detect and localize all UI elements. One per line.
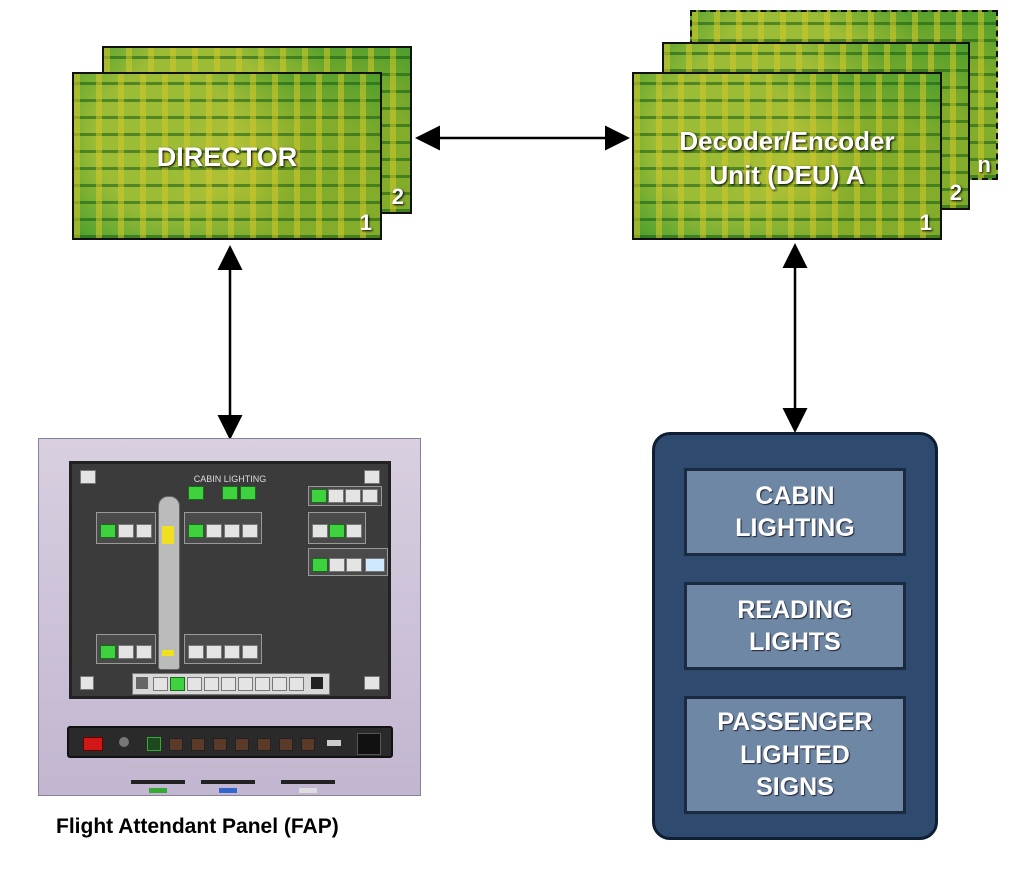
fap-zone-group (96, 512, 156, 544)
fap-left-arrow-icon (136, 677, 148, 689)
fap-bar-button (238, 677, 253, 691)
fap-zone-button (329, 558, 345, 572)
fap-right-indicator (357, 733, 381, 755)
fap-zone-button (118, 524, 134, 538)
fap-zone-group (308, 512, 366, 544)
fap-zone-button (136, 645, 152, 659)
fap-hardware-key (191, 738, 205, 751)
fap-zone-button (242, 645, 258, 659)
fap-screen-button-bar (132, 673, 330, 695)
fap-zone-group (308, 548, 388, 576)
fap-bottom-mark (281, 780, 335, 784)
cabin-lighting-box: CABIN LIGHTING (684, 468, 906, 556)
fap-bar-button (221, 677, 236, 691)
fap-bottom-tag (299, 788, 317, 793)
fap-bottom-mark (131, 780, 185, 784)
fap-top-button (240, 486, 256, 500)
deu-label-line2: Unit (DEU) A (709, 160, 865, 190)
fap-bar-button (170, 677, 185, 691)
fap-zone-button (312, 524, 328, 538)
fap-zone-button (329, 524, 345, 538)
director-label: DIRECTOR (156, 142, 298, 172)
fap-bar-button (187, 677, 202, 691)
fap-zone-group (308, 486, 382, 506)
fap-screen: CABIN LIGHTING (69, 461, 391, 699)
director-card-number-2: 2 (391, 184, 404, 209)
fap-hardware-key (257, 738, 271, 751)
reading-lights-box: READING LIGHTS (684, 582, 906, 670)
fap-knob-icon (119, 737, 129, 747)
fap-zone-button (346, 524, 362, 538)
fap-zone-button (118, 645, 134, 659)
fap-corner-button-tl (80, 470, 96, 484)
fap-slot-icon (327, 740, 341, 746)
reading-lights-line1: READING (737, 595, 853, 624)
reading-lights-line2: LIGHTS (749, 628, 841, 656)
flight-attendant-panel-image: CABIN LIGHTING (38, 438, 421, 796)
passenger-lighted-signs-box: PASSENGER LIGHTED SIGNS (684, 696, 906, 814)
fap-zone-group (96, 634, 156, 664)
director-card-1: DIRECTOR 1 (72, 72, 382, 240)
fap-bottom-tag (149, 788, 167, 793)
fap-top-button (222, 486, 238, 500)
deu-card-number-1: 1 (919, 210, 932, 235)
fap-hardware-key (169, 738, 183, 751)
fap-zone-button (242, 524, 258, 538)
fap-right-arrow-icon (311, 677, 323, 689)
fap-hardware-key (235, 738, 249, 751)
fap-green-indicator (147, 737, 161, 751)
fap-hardware-strip (67, 726, 393, 758)
fap-bar-button (204, 677, 219, 691)
fap-zone-button (100, 524, 116, 538)
fap-zone-button (345, 489, 361, 503)
aircraft-zone-highlight (162, 650, 174, 656)
fap-zone-button (312, 558, 328, 572)
fap-bottom-tag (219, 788, 237, 793)
fap-zone-button (365, 558, 385, 572)
cabin-lighting-line1: CABIN (755, 481, 835, 510)
fap-caption: Flight Attendant Panel (FAP) (56, 815, 339, 838)
fap-zone-button (224, 524, 240, 538)
fap-corner-button-tr (364, 470, 380, 484)
passenger-signs-line2: LIGHTED (740, 740, 850, 769)
fap-corner-button-br (364, 676, 380, 690)
fap-zone-button (311, 489, 327, 503)
fap-bar-button (255, 677, 270, 691)
aircraft-zone-highlight (162, 526, 174, 544)
fap-hardware-key (213, 738, 227, 751)
fap-screen-title: CABIN LIGHTING (193, 474, 267, 484)
deu-label-line1: Decoder/Encoder (679, 126, 895, 156)
fap-zone-button (100, 645, 116, 659)
passenger-signs-line1: PASSENGER (717, 708, 873, 737)
aircraft-fuselage-icon (158, 496, 180, 670)
deu-card-1: Decoder/Encoder Unit (DEU) A 1 (632, 72, 942, 240)
fap-zone-button (136, 524, 152, 538)
fap-hardware-key (301, 738, 315, 751)
fap-zone-group (184, 634, 262, 664)
fap-top-button (188, 486, 204, 500)
fap-bar-button (153, 677, 168, 691)
fap-corner-button-bl (80, 676, 94, 690)
fap-zone-button (188, 645, 204, 659)
deu-card-number-2: 2 (949, 180, 962, 205)
fap-zone-button (206, 524, 222, 538)
deu-card-number-n: n (977, 152, 991, 177)
director-card-number-1: 1 (359, 210, 372, 235)
fap-zone-button (206, 645, 222, 659)
cabin-lighting-line2: LIGHTING (735, 514, 855, 542)
fap-zone-button (188, 524, 204, 538)
fap-bar-button (272, 677, 287, 691)
fap-bottom-mark (201, 780, 255, 784)
fap-hardware-key (279, 738, 293, 751)
fap-bar-button (289, 677, 304, 691)
fap-zone-button (328, 489, 344, 503)
fap-zone-group (184, 512, 262, 544)
fap-zone-button (224, 645, 240, 659)
passenger-signs-line3: SIGNS (756, 773, 834, 802)
fap-zone-button (362, 489, 378, 503)
fap-zone-button (346, 558, 362, 572)
fap-red-button (83, 737, 103, 751)
